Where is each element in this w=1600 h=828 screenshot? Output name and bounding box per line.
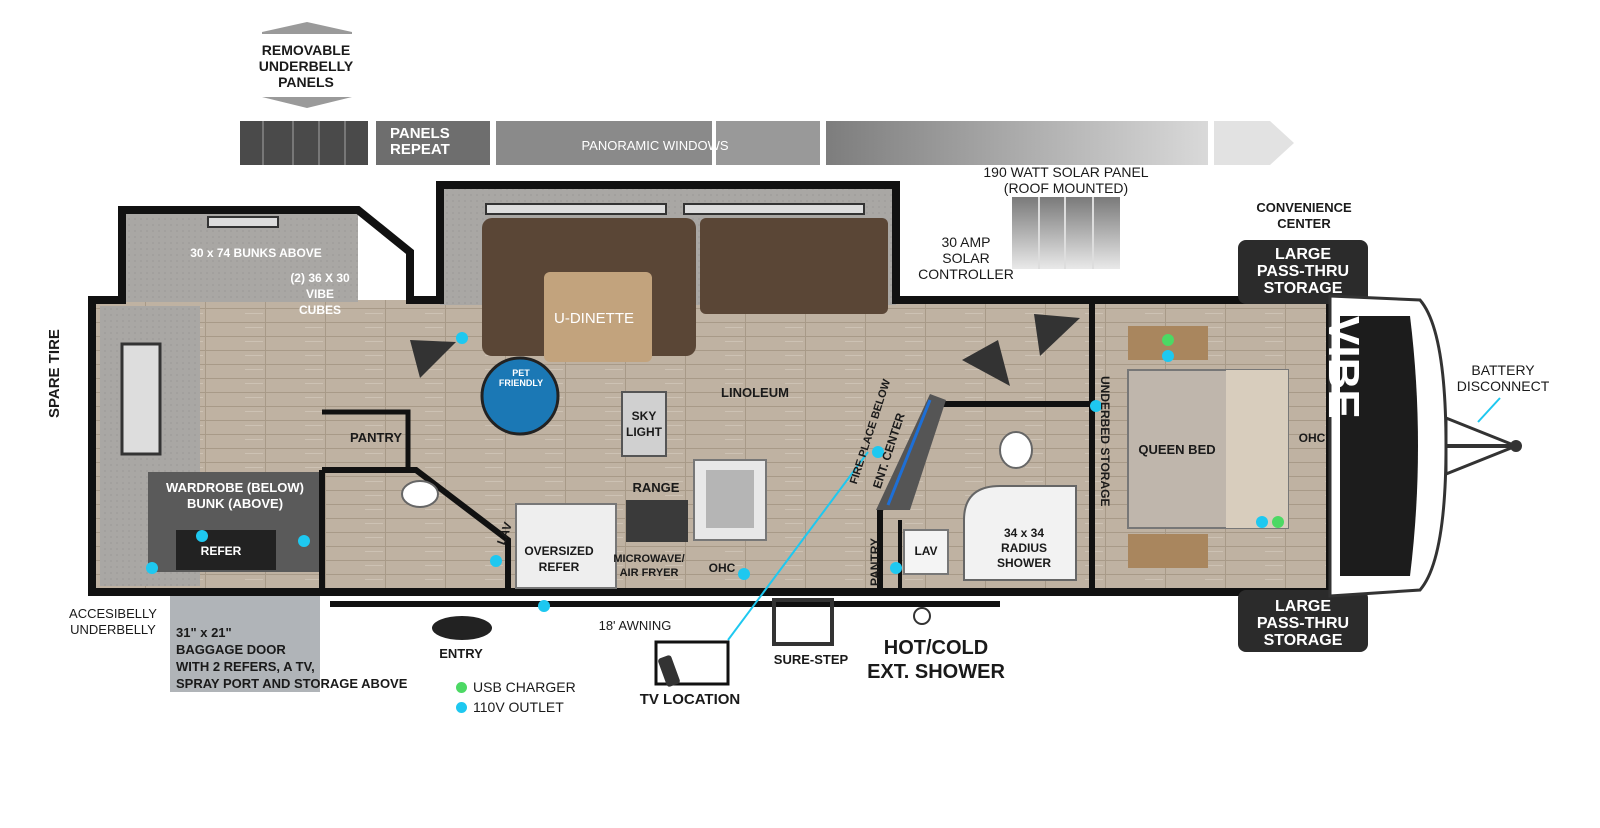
wardrobe-label: WARDROBE (BELOW) BUNK (ABOVE) <box>166 480 304 511</box>
shower-label: 34 x 34 RADIUS SHOWER <box>997 526 1051 570</box>
legend-outlet-label: 110V OUTLET <box>473 699 564 715</box>
solar-panel-label: 190 WATT SOLAR PANEL (ROOF MOUNTED) <box>983 164 1149 196</box>
pantry-front-label: PANTRY <box>868 538 882 586</box>
pet-friendly-label: PET FRIENDLY <box>498 368 544 388</box>
panoramic-windows-label: PANORAMIC WINDOWS <box>581 138 729 153</box>
accessibly-underbelly-label: ACCESIBELLY UNDERBELLY <box>69 606 157 637</box>
removable-panels-label: REMOVABLE UNDERBELLY PANELS <box>258 42 354 90</box>
battery-disconnect-label: BATTERY DISCONNECT <box>1456 362 1550 394</box>
pantry-rear-label: PANTRY <box>350 430 402 445</box>
bunks-above-label: 30 x 74 BUNKS ABOVE <box>190 246 322 260</box>
baggage-door <box>170 596 320 692</box>
brand-logo: VIBE <box>1319 316 1368 419</box>
awning-label: 18' AWNING <box>598 618 672 633</box>
storage-top-label: LARGE PASS-THRU STORAGE <box>1256 246 1350 297</box>
panels-repeat-label: PANELS REPEAT <box>390 125 450 158</box>
ohc-bed-label: OHC <box>1298 431 1326 445</box>
top-banner <box>240 22 1294 165</box>
range-label: RANGE <box>632 480 680 495</box>
queen-bed-label: QUEEN BED <box>1138 442 1216 457</box>
u-dinette-label: U-DINETTE <box>554 310 634 327</box>
usb-chargers <box>1162 334 1284 528</box>
trailer-body <box>88 181 1334 596</box>
legend-outlet: 110V OUTLET <box>456 699 564 715</box>
legend-usb-label: USB CHARGER <box>473 679 576 695</box>
ext-shower-label: HOT/COLD EXT. SHOWER <box>867 637 1005 683</box>
sky-light-label: SKY LIGHT <box>626 409 662 439</box>
convenience-center-label: CONVENIENCE CENTER <box>1256 200 1352 231</box>
spare-tire-label: SPARE TIRE <box>46 329 63 418</box>
outlet-dot-icon <box>456 701 467 713</box>
ohc-kitchen-label: OHC <box>708 561 736 575</box>
tv-location-label: TV LOCATION <box>639 691 741 708</box>
up-arrow-icon <box>262 22 352 32</box>
usb-dot-icon <box>456 681 467 693</box>
oversized-refer-label: OVERSIZED REFER <box>524 544 594 574</box>
lav-front-label: LAV <box>914 544 938 558</box>
down-arrow-icon <box>262 97 352 108</box>
vibe-cubes-label: (2) 36 X 30 VIBE CUBES <box>290 271 350 317</box>
pet-friendly-badge <box>480 356 560 436</box>
baggage-door-label: 31" x 21" BAGGAGE DOOR WITH 2 REFERS, A … <box>176 625 408 691</box>
sure-step-label: SURE-STEP <box>773 652 849 667</box>
microwave-label: MICROWAVE/ AIR FRYER <box>613 553 685 579</box>
linoleum-label: LINOLEUM <box>721 385 789 400</box>
entry-label: ENTRY <box>439 646 483 661</box>
outlets <box>146 332 1268 612</box>
legend-usb: USB CHARGER <box>456 679 576 695</box>
front-cap <box>1238 240 1522 652</box>
solar-panel <box>1012 197 1120 269</box>
tv-pointer-line <box>727 451 869 641</box>
storage-bottom-label: LARGE PASS-THRU STORAGE <box>1256 598 1350 649</box>
refer-small-label: REFER <box>200 544 242 558</box>
underbed-storage-label: UNDERBED STORAGE <box>1098 376 1112 507</box>
solar-controller-label: 30 AMP SOLAR CONTROLLER <box>918 234 1014 282</box>
